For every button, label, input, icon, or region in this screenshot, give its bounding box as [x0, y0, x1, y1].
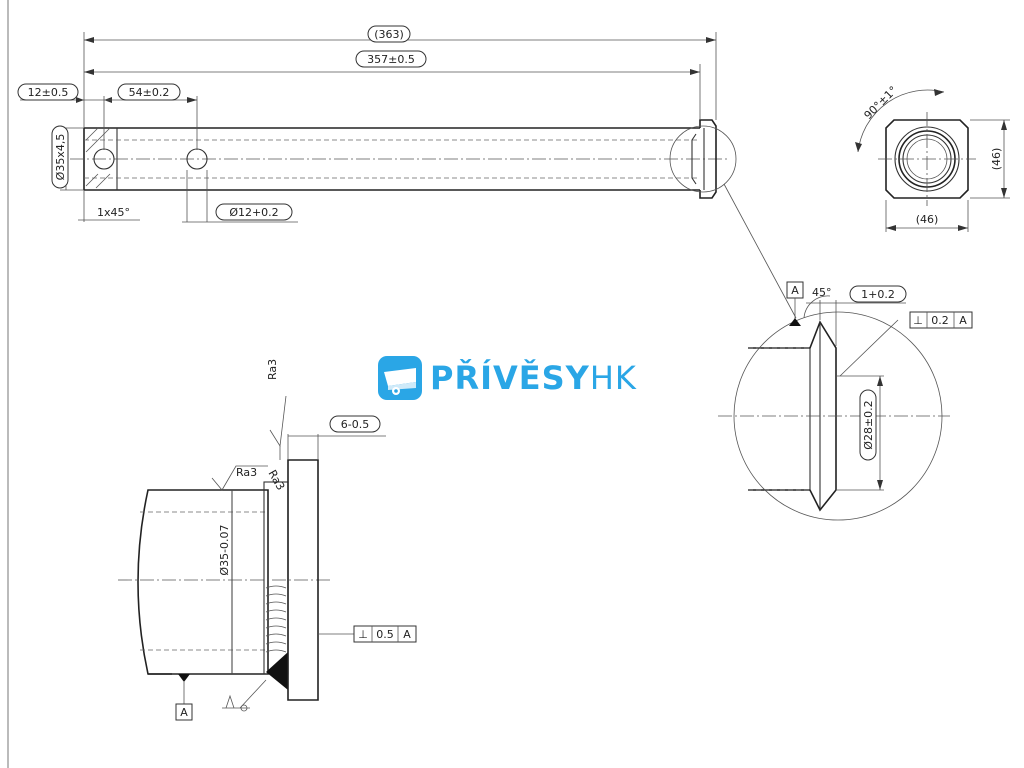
detail-datum-label: A: [791, 284, 799, 297]
end-view: 90°±1° (46) (46): [855, 84, 1010, 232]
section-view: Ra3 Ra3 Ra3 6-0.5 Ø35-0.07 ⊥ 0.5 A A: [118, 359, 417, 721]
dim-hole-position: 54±0.2: [129, 86, 170, 99]
dim-shaft-diameter: Ø35x4,5: [54, 134, 67, 181]
dim-length: 357±0.5: [367, 53, 415, 66]
section-roughness-top: Ra3: [266, 359, 279, 380]
dim-end-offset: 12±0.5: [28, 86, 69, 99]
dim-width: (46): [916, 213, 939, 226]
dim-overall: (363): [374, 28, 404, 41]
detail-diameter: Ø28±0.2: [862, 400, 875, 449]
section-flange-thickness: 6-0.5: [341, 418, 369, 431]
detail-tolerance-symbol: ⊥: [913, 314, 923, 327]
dim-hole-diameter: Ø12+0.2: [229, 206, 278, 219]
dim-angle: 90°±1°: [862, 84, 900, 122]
section-roughness-left: Ra3: [236, 466, 257, 479]
trailer-icon: [378, 356, 422, 400]
dim-height: (46): [990, 148, 1003, 171]
section-tolerance-symbol: ⊥: [358, 628, 368, 641]
detail-view: A 45° 1+0.2 ⊥ 0.2 A Ø28±0.2: [718, 281, 973, 521]
detail-tolerance-value: 0.2: [931, 314, 949, 327]
side-view: (363) 357±0.5 12±0.5 54±0.2 Ø35x4,5 1x45…: [17, 25, 797, 319]
dim-chamfer: 1x45°: [97, 206, 130, 219]
section-diameter: Ø35-0.07: [218, 524, 231, 575]
section-roughness-corner: Ra3: [265, 468, 287, 493]
section-datum-label: A: [180, 706, 188, 719]
brand-name: PŘÍVĚSYHK: [430, 359, 637, 397]
brand-logo: PŘÍVĚSYHK: [378, 356, 637, 400]
brand-name-light: HK: [589, 359, 637, 397]
detail-tolerance-ref: A: [959, 314, 967, 327]
detail-angle: 45°: [812, 286, 832, 299]
section-tolerance-value: 0.5: [376, 628, 394, 641]
section-tolerance-ref: A: [403, 628, 411, 641]
detail-step: 1+0.2: [861, 288, 895, 301]
brand-name-bold: PŘÍVĚSY: [430, 359, 590, 397]
